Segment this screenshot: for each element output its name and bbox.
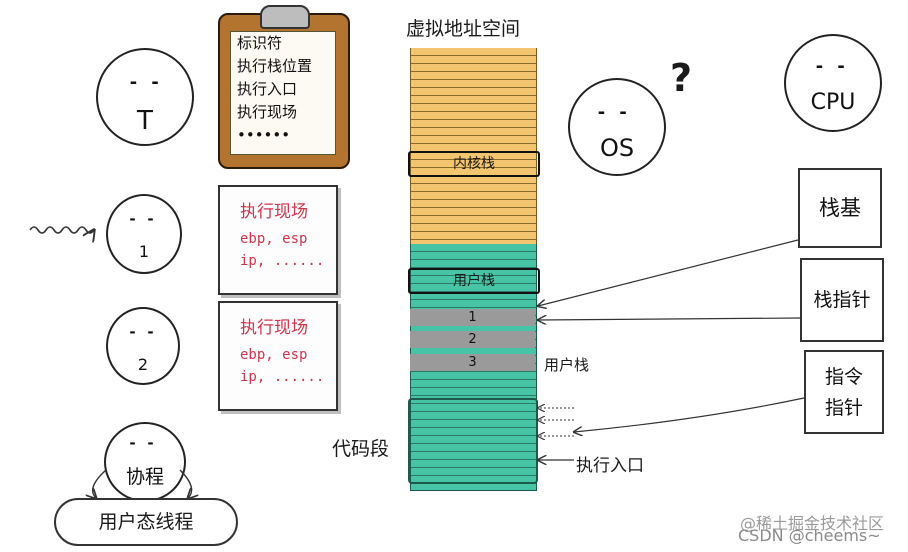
stack-base-register: 栈基 <box>798 168 882 248</box>
stack-slot-1: 1 <box>410 309 535 326</box>
context-2-ip: ip, ...... <box>240 369 325 385</box>
stack-pointer-arrow <box>538 318 801 320</box>
user-thread-pill: 用户态线程 <box>54 498 238 546</box>
cpu-eyes: - - <box>814 56 847 77</box>
stack-slot-2: 2 <box>410 331 535 348</box>
os-label: OS <box>599 134 635 162</box>
context-2-title: 执行现场 <box>240 318 308 338</box>
stack-base-arrow <box>538 239 799 306</box>
coroutine-2-label: 2 <box>137 355 149 374</box>
context-1-registers: ebp, esp <box>240 231 308 247</box>
instruction-pointer-line-1: 指令 <box>824 366 863 388</box>
stack-pointer-register: 栈指针 <box>800 258 884 342</box>
coroutine-1-label: 1 <box>138 242 150 261</box>
clipboard-line-ellipsis: •••••• <box>237 126 291 144</box>
kernel-region <box>410 48 537 244</box>
kernel-stack-box: 内核栈 <box>408 151 540 177</box>
question-mark-icon: ? <box>670 56 693 100</box>
stack-slot-3: 3 <box>410 354 535 371</box>
coroutine-arm-left <box>93 469 107 498</box>
active-coroutine-wavy-arrow <box>29 226 94 233</box>
coroutine-eyes: - - <box>128 434 156 452</box>
user-stack-box: 用户栈 <box>408 268 540 294</box>
clipboard-line-identifier: 标识符 <box>237 34 283 52</box>
clipboard-paper: 标识符 执行栈位置 执行入口 执行现场 •••••• <box>230 31 336 155</box>
coroutine-label: 协程 <box>125 466 164 488</box>
cpu-face: - - CPU <box>784 34 882 132</box>
cpu-label: CPU <box>810 90 856 115</box>
thread-t-face: - - T <box>96 48 194 146</box>
context-1-ip: ip, ...... <box>240 253 325 269</box>
watermark-csdn: CSDN @cheems~ <box>738 526 881 545</box>
context-card-2: 执行现场 ebp, esp ip, ...... <box>218 301 338 411</box>
context-card-1: 执行现场 ebp, esp ip, ...... <box>218 185 338 295</box>
virtual-address-space-title: 虚拟地址空间 <box>406 18 521 40</box>
context-1-title: 执行现场 <box>240 202 308 222</box>
os-face: - - OS <box>568 78 666 176</box>
os-eyes: - - <box>596 102 629 123</box>
user-stack-label: 用户栈 <box>544 356 590 374</box>
thread-t-eyes: - - <box>128 72 161 93</box>
clipboard-line-context: 执行现场 <box>237 103 298 121</box>
clipboard-clip-icon <box>260 5 310 29</box>
instruction-pointer-line-2: 指针 <box>824 397 863 419</box>
coroutine-2-face: - - 2 <box>106 307 180 385</box>
coroutine-1-eyes: - - <box>128 210 156 228</box>
instruction-pointer-register: 指令 指针 <box>804 350 884 434</box>
thread-info-clipboard: 标识符 执行栈位置 执行入口 执行现场 •••••• <box>218 5 350 169</box>
code-segment-box <box>408 398 538 484</box>
watermark-juejin: @稀土掘金技术社区 <box>740 514 885 533</box>
thread-t-label: T <box>137 106 153 136</box>
instruction-pointer-arrow <box>574 397 805 432</box>
coroutine-arm-right <box>179 469 192 498</box>
clipboard-line-stack-position: 执行栈位置 <box>237 57 313 75</box>
clipboard-line-entry: 执行入口 <box>237 80 298 98</box>
coroutine-1-face: - - 1 <box>106 194 182 274</box>
code-segment-label: 代码段 <box>332 438 390 460</box>
entry-label: 执行入口 <box>576 456 644 476</box>
coroutine-2-eyes: - - <box>128 323 156 341</box>
context-2-registers: ebp, esp <box>240 347 308 363</box>
